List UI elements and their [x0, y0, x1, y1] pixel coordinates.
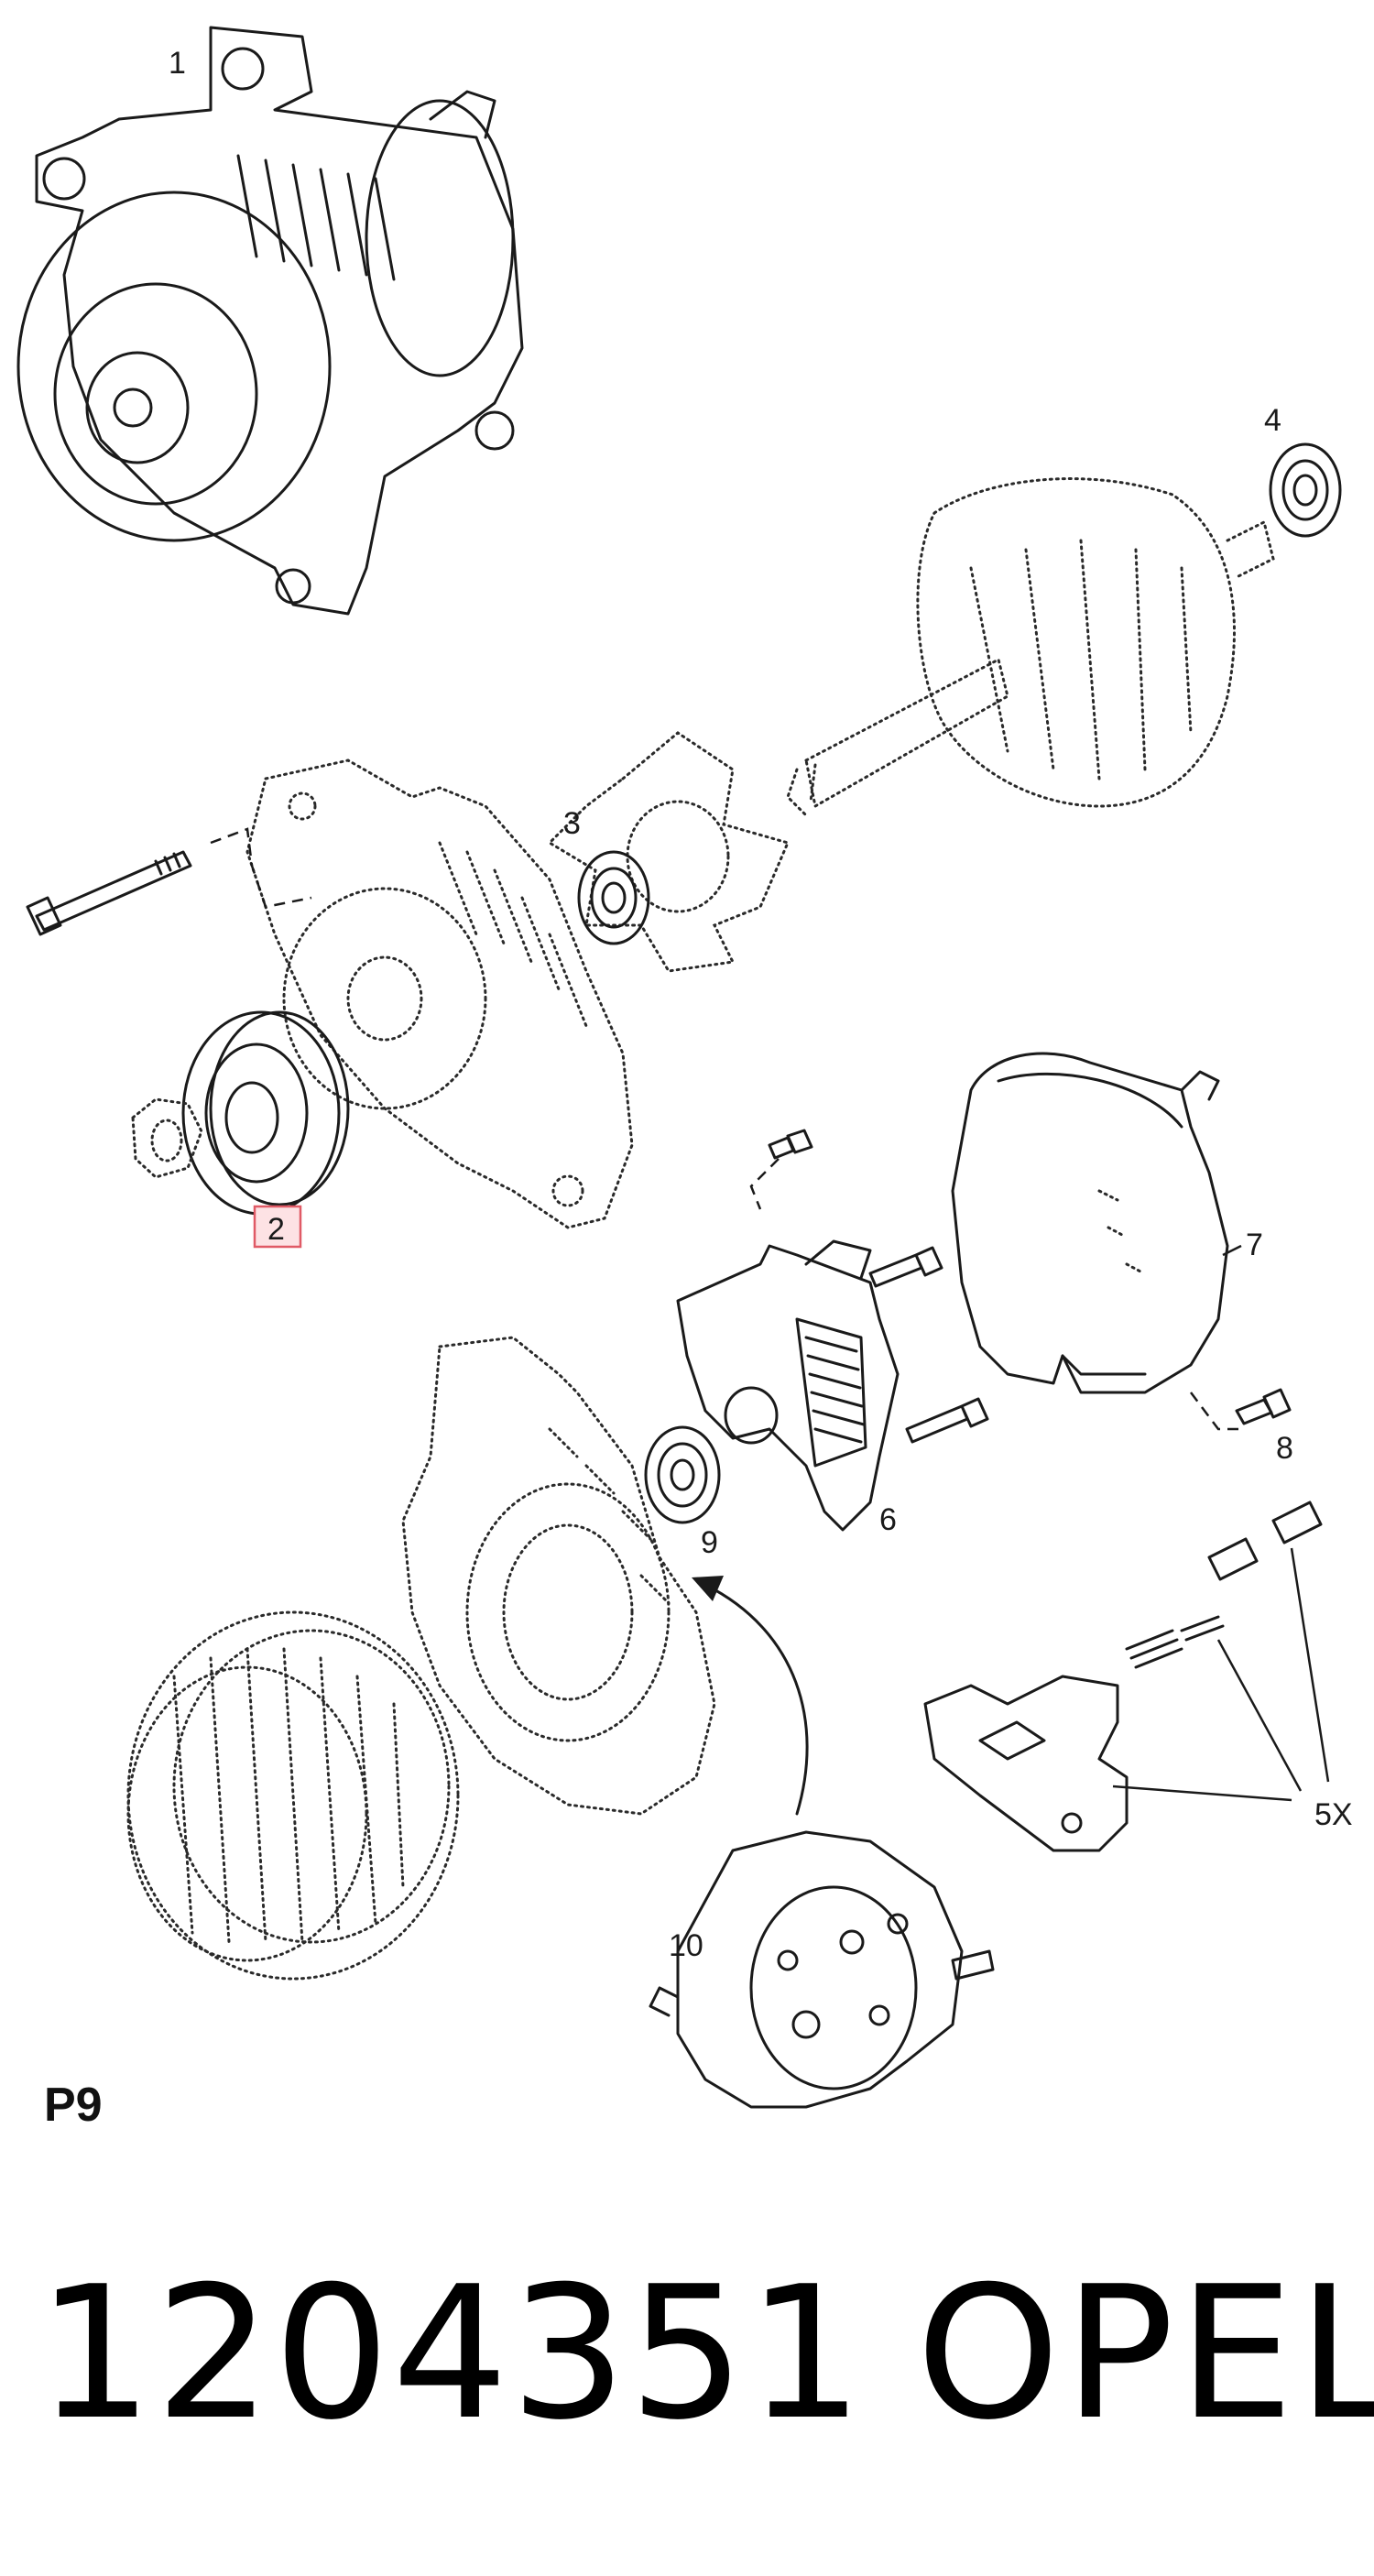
- callout-10: 10: [669, 1928, 703, 1963]
- callout-7: 7: [1246, 1228, 1263, 1262]
- callout-4: 4: [1264, 403, 1281, 438]
- bearing-9: [644, 1425, 721, 1524]
- front-housing: [245, 759, 634, 1229]
- pulley-nut: [131, 1097, 203, 1179]
- rectifier-10: [649, 1830, 995, 2109]
- rear-cover-7: [951, 1052, 1229, 1394]
- through-bolt: [26, 827, 312, 936]
- rear-housing: [401, 1336, 716, 1816]
- alternator-assembly: [16, 26, 524, 616]
- cooling-fan: [547, 731, 791, 973]
- callout-1: 1: [169, 46, 186, 81]
- assembly-arrow: [692, 1576, 809, 1816]
- rotor-shaft: [786, 477, 1275, 817]
- stator: [126, 1610, 460, 1981]
- brushes-and-springs: [1112, 1501, 1330, 1802]
- screw-8: [1190, 1388, 1292, 1431]
- callout-3: 3: [563, 806, 581, 841]
- callout-6: 6: [879, 1502, 897, 1537]
- bearing-3: [577, 850, 650, 945]
- bearing-4: [1269, 442, 1342, 538]
- part-number: 1204351: [37, 2247, 866, 2461]
- leader-7: [1222, 1244, 1242, 1257]
- voltage-regulator-6: [676, 1239, 900, 1532]
- brush-holder: [923, 1675, 1129, 1852]
- highlight-box-2: [253, 1205, 302, 1249]
- callout-9: 9: [701, 1525, 718, 1560]
- callout-5x: 5X: [1314, 1797, 1353, 1832]
- regulator-screws: [749, 1129, 989, 1444]
- callout-2: 2: [267, 1212, 285, 1247]
- callout-8: 8: [1276, 1431, 1293, 1466]
- pulley-2: [181, 1010, 350, 1216]
- brand-name: OPEL: [916, 2247, 1374, 2461]
- page-code: P9: [44, 2079, 103, 2132]
